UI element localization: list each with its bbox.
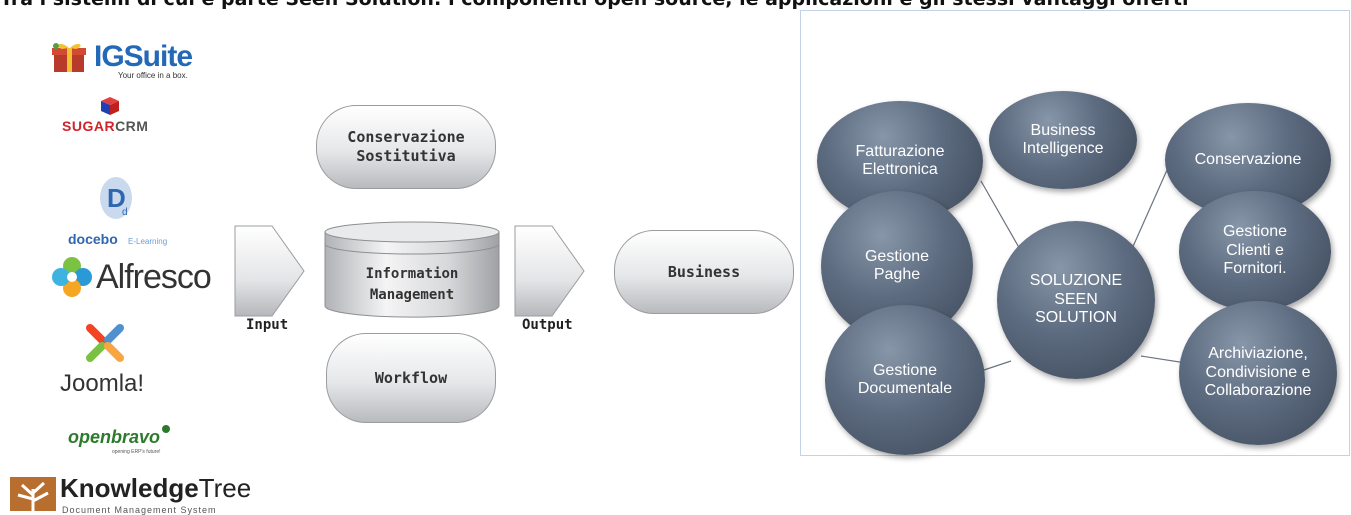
clienti-line-2: Clienti e bbox=[1226, 241, 1284, 259]
joomla-logo: Joomla! bbox=[60, 320, 180, 400]
input-label: Input bbox=[246, 317, 289, 333]
center-line-2: SEEN bbox=[1054, 290, 1098, 308]
openbravo-sub: opening ERP's future! bbox=[112, 449, 161, 455]
igsuite-name: IGSuite bbox=[94, 40, 193, 73]
igsuite-logo: IGSuite Your office in a box. bbox=[48, 40, 208, 85]
sugarcrm-name-a: SUGAR bbox=[62, 118, 116, 134]
openbravo-logo: openbravo opening ERP's future! bbox=[68, 425, 188, 460]
business-intelligence-bubble: Business Intelligence bbox=[989, 91, 1137, 189]
gift-box-icon bbox=[52, 43, 86, 72]
joomla-icon bbox=[86, 324, 124, 362]
db-node-label: Information Management bbox=[323, 264, 501, 306]
top-node-line-1: Conservazione bbox=[347, 128, 465, 147]
docebo-name: docebo bbox=[68, 231, 118, 247]
alfresco-flower-icon bbox=[52, 257, 92, 297]
documentale-line-2: Documentale bbox=[857, 380, 953, 397]
db-node-line-2: Management bbox=[369, 287, 455, 303]
knowledgetree-name-b: Tree bbox=[198, 473, 252, 503]
conservazione-label: Conservazione bbox=[1194, 150, 1302, 168]
knowledgetree-name-a: Knowledge bbox=[60, 473, 199, 503]
alfresco-logo: Alfresco bbox=[50, 255, 220, 300]
paghe-line-1: Gestione bbox=[864, 247, 930, 265]
archiviazione-line-3: Collaborazione bbox=[1204, 382, 1312, 400]
alfresco-name: Alfresco bbox=[96, 258, 212, 296]
soluzione-seen-solution-bubble: SOLUZIONE SEEN SOLUTION bbox=[997, 221, 1155, 379]
fatturazione-line-1: Fatturazione bbox=[855, 142, 945, 160]
workflow-node: Workflow bbox=[326, 333, 496, 423]
openbravo-power-icon bbox=[162, 425, 170, 433]
center-line-1: SOLUZIONE bbox=[1029, 272, 1123, 290]
documentale-line-1: Gestione bbox=[872, 361, 938, 379]
business-node: Business bbox=[614, 230, 794, 314]
joomla-name: Joomla! bbox=[60, 370, 145, 397]
output-arrow bbox=[514, 225, 585, 317]
solution-panel: Fatturazione Elettronica Business Intell… bbox=[800, 10, 1350, 456]
docebo-sub: E-Learning bbox=[128, 237, 168, 246]
business-label: Business bbox=[667, 262, 741, 281]
cube-icon bbox=[101, 97, 119, 115]
db-node-line-1: Information bbox=[365, 266, 459, 282]
connector-lines bbox=[980, 160, 1187, 372]
top-node-line-2: Sostitutiva bbox=[356, 147, 456, 165]
output-label: Output bbox=[522, 317, 573, 333]
archiviazione-line-1: Archiviazione, bbox=[1208, 345, 1308, 363]
fatturazione-line-2: Elettronica bbox=[862, 161, 938, 178]
gestione-documentale-bubble: Gestione Documentale bbox=[825, 305, 985, 455]
input-arrow bbox=[234, 225, 305, 317]
clienti-line-3: Fornitori. bbox=[1223, 260, 1287, 278]
center-line-3: SOLUTION bbox=[1035, 309, 1117, 327]
sugarcrm-logo: SUGARCRM bbox=[62, 96, 182, 138]
archiviazione-bubble: Archiviazione, Condivisione e Collaboraz… bbox=[1179, 301, 1337, 445]
workflow-label: Workflow bbox=[374, 368, 448, 387]
igsuite-tagline: Your office in a box. bbox=[118, 71, 188, 80]
headline: Tra i sistemi di cui è parte Seen Soluti… bbox=[0, 0, 1351, 12]
openbravo-name: openbravo bbox=[68, 427, 161, 447]
archiviazione-line-2: Condivisione e bbox=[1205, 363, 1311, 381]
paghe-line-2: Paghe bbox=[873, 266, 921, 283]
conservazione-sostitutiva-node: Conservazione Sostitutiva bbox=[316, 105, 496, 189]
clienti-line-1: Gestione bbox=[1222, 223, 1288, 241]
tree-icon bbox=[10, 477, 56, 511]
docebo-d-icon: D d bbox=[100, 177, 132, 219]
gestione-clienti-bubble: Gestione Clienti e Fornitori. bbox=[1179, 191, 1331, 311]
knowledgetree-logo: KnowledgeTree Document Management System bbox=[10, 473, 270, 515]
svg-text:D: D bbox=[107, 183, 126, 213]
bi-line-2: Intelligence bbox=[1022, 140, 1104, 157]
docebo-logo: D d docebo E-Learning bbox=[68, 175, 188, 250]
knowledgetree-sub: Document Management System bbox=[62, 505, 217, 515]
information-management-database bbox=[324, 221, 500, 318]
sugarcrm-name-b: CRM bbox=[115, 118, 149, 134]
bi-line-1: Business bbox=[1030, 121, 1096, 139]
svg-text:d: d bbox=[122, 207, 128, 218]
